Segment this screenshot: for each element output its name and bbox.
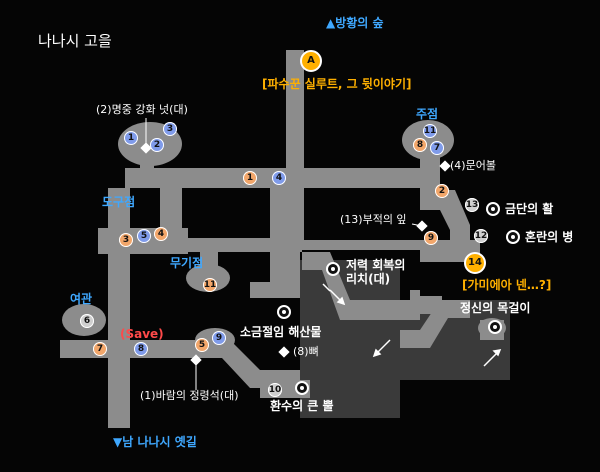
event-a-marker[interactable]: A [300,50,322,72]
item-summon-horn-icon[interactable] [295,381,309,395]
marker-10[interactable]: 10 [268,383,282,397]
marker-6[interactable]: 6 [80,314,94,328]
item-salt-potion-label: 소금절임 해산물 [240,325,322,339]
marker-9-orange[interactable]: 9 [424,231,438,245]
label-inn: 여관 [70,292,93,306]
marker-2-orange[interactable]: 2 [435,184,449,198]
item-golden-bow-icon[interactable] [486,202,500,216]
item-chaos-bottle-label: 혼란의 병 [525,230,574,244]
treasure-label-2: (2)명중 강화 넛(대) [96,103,188,116]
marker-7-orange[interactable]: 7 [93,342,107,356]
item-stamina-leech-label: 저력 회복의 리치(대) [346,258,406,286]
label-weapon-shop: 무기점 [170,256,204,270]
marker-7-blue[interactable]: 7 [430,141,444,155]
label-save: (Save) [120,327,164,341]
event-a-label: [파수꾼 실루트, 그 뒷이야기] [262,77,412,91]
west-corridor [108,188,130,428]
item-summon-horn-label: 환수의 큰 뿔 [270,399,334,413]
item-salt-potion-icon[interactable] [277,305,291,319]
item-chaos-bottle-icon[interactable] [506,230,520,244]
item-golden-bow-label: 금단의 활 [505,202,554,216]
treasure-label-4: (4)문어볼 [450,159,496,172]
marker-9-blue[interactable]: 9 [212,331,226,345]
marker-1-orange[interactable]: 1 [243,171,257,185]
marker-4-orange[interactable]: 4 [154,227,168,241]
marker-4-blue[interactable]: 4 [272,171,286,185]
marker-11-blue[interactable]: 11 [423,124,437,138]
label-tavern: 주점 [416,107,439,121]
map-title: 나나시 고을 [38,32,112,50]
label-tool-shop: 도구점 [102,195,136,209]
marker-8-blue[interactable]: 8 [134,342,148,356]
event-14-marker[interactable]: 14 [464,252,486,274]
marker-3-orange[interactable]: 3 [119,233,133,247]
marker-13[interactable]: 13 [465,198,479,212]
marker-8-orange[interactable]: 8 [413,138,427,152]
marker-12[interactable]: 12 [474,229,488,243]
marker-5-orange[interactable]: 5 [195,338,209,352]
marker-3-blue[interactable]: 3 [163,122,177,136]
exit-south[interactable]: ▼남 나나시 옛길 [113,435,197,449]
item-mental-necklace-label: 정신의 목걸이 [460,301,531,315]
treasure-label-13: (13)부적의 잎 [340,213,407,226]
marker-5-blue[interactable]: 5 [137,229,151,243]
event-14-label: [가미에아 넨…?] [462,278,552,292]
marker-11-orange[interactable]: 11 [203,278,217,292]
marker-2-blue[interactable]: 2 [150,138,164,152]
item-stamina-leech-icon[interactable] [326,262,340,276]
marker-1-blue[interactable]: 1 [124,131,138,145]
item-mental-necklace-icon[interactable] [488,320,502,334]
central-corridor [270,188,300,298]
treasure-label-8: (8)뼈 [293,345,319,358]
treasure-label-1: (1)바람의 정령석(대) [140,389,239,402]
exit-north[interactable]: ▲방황의 숲 [326,16,384,30]
arrow-3 [483,351,499,367]
